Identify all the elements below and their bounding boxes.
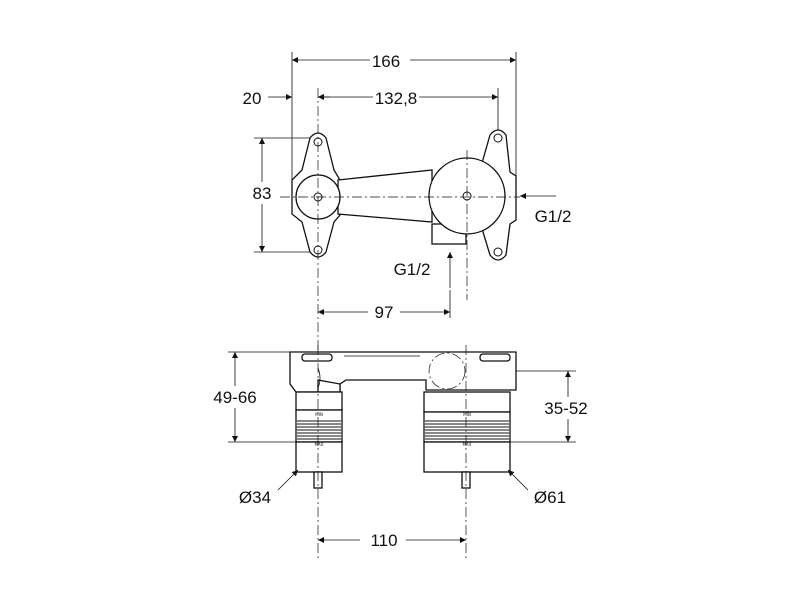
leader-diameter-right (507, 469, 529, 491)
right-sleeve (423, 391, 511, 413)
left-sleeve-min-mark: MIN (315, 412, 323, 417)
label-bottom-inlet: G1/2 (394, 260, 431, 279)
top-view: 166 132,8 20 83 G1/2 G1/2 97 (243, 50, 572, 360)
right-sleeve-threads (425, 420, 509, 440)
dim-depth-right: 35-52 (544, 399, 587, 418)
mounting-hole (493, 247, 503, 257)
dim-diameter-left: Ø34 (239, 488, 271, 507)
left-sleeve-base (295, 441, 343, 473)
left-sleeve-threaded (295, 409, 343, 443)
dim-diameter-right: Ø61 (534, 488, 566, 507)
leader-diameter-left (277, 469, 299, 491)
dim-inlet-spacing: 132,8 (375, 89, 418, 108)
body-top-block (289, 351, 517, 393)
dim-depth-left: 49-66 (213, 388, 256, 407)
right-sleeve-max-mark: MAX (463, 442, 472, 447)
side-view: MIN MAX MIN MAX 49-66 (206, 345, 598, 560)
left-sleeve (295, 391, 343, 411)
dim-height: 83 (253, 184, 272, 203)
dim-bottom-spacing: 110 (370, 531, 397, 550)
left-sleeve-threads (297, 420, 341, 440)
dim-offset: 20 (243, 89, 262, 108)
left-sleeve-max-mark: MAX (315, 442, 324, 447)
label-right-inlet: G1/2 (535, 207, 572, 226)
dim-overall-width: 166 (372, 52, 400, 71)
right-sleeve-min-mark: MIN (463, 412, 471, 417)
dim-inlet-offset: 97 (375, 303, 394, 322)
mounting-hole (493, 133, 503, 143)
connecting-bar (337, 169, 433, 223)
right-sleeve-base (423, 441, 511, 473)
